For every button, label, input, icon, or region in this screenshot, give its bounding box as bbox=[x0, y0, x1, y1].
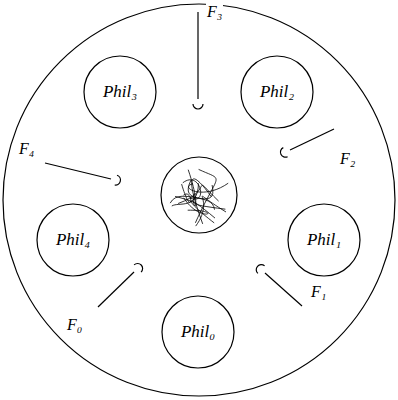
fork-handle bbox=[290, 129, 334, 150]
philosopher-name: Phil₁ bbox=[307, 230, 341, 250]
fork-label: F₂ bbox=[339, 150, 356, 168]
philosopher-name: Phil₀ bbox=[181, 322, 215, 342]
fork-tines bbox=[134, 263, 143, 272]
fork-tines bbox=[256, 265, 264, 274]
fork-label: F₀ bbox=[66, 316, 83, 334]
philosopher-circle: Phil₃ bbox=[83, 55, 157, 129]
spaghetti-strand bbox=[195, 169, 216, 222]
spaghetti-strand bbox=[196, 196, 226, 226]
philosopher-circle: Phil₁ bbox=[287, 203, 361, 277]
fork-handle bbox=[98, 272, 134, 307]
spaghetti-strand bbox=[170, 185, 213, 203]
philosopher-name: Phil₂ bbox=[260, 82, 294, 102]
fork-label: F₁ bbox=[310, 283, 327, 301]
spaghetti-bowl bbox=[161, 157, 237, 233]
philosopher-circle: Phil₂ bbox=[240, 55, 314, 129]
fork-label: F₄ bbox=[18, 140, 35, 158]
fork-handle bbox=[265, 273, 302, 306]
fork-tines bbox=[193, 104, 203, 109]
fork-tines bbox=[115, 175, 121, 185]
table-outline bbox=[3, 4, 395, 396]
spaghetti bbox=[170, 169, 228, 226]
fork-label: F₃ bbox=[206, 3, 223, 21]
philosopher-name: Phil₄ bbox=[56, 230, 90, 250]
spaghetti-strand bbox=[172, 183, 199, 206]
philosopher-circle: Phil₀ bbox=[161, 295, 235, 369]
philosopher-name: Phil₃ bbox=[103, 82, 137, 102]
philosopher-circle: Phil₄ bbox=[36, 203, 110, 277]
spaghetti-strand bbox=[192, 179, 212, 224]
fork-handle bbox=[197, 12, 198, 99]
fork-tines bbox=[280, 148, 287, 158]
fork-handle bbox=[45, 163, 111, 179]
